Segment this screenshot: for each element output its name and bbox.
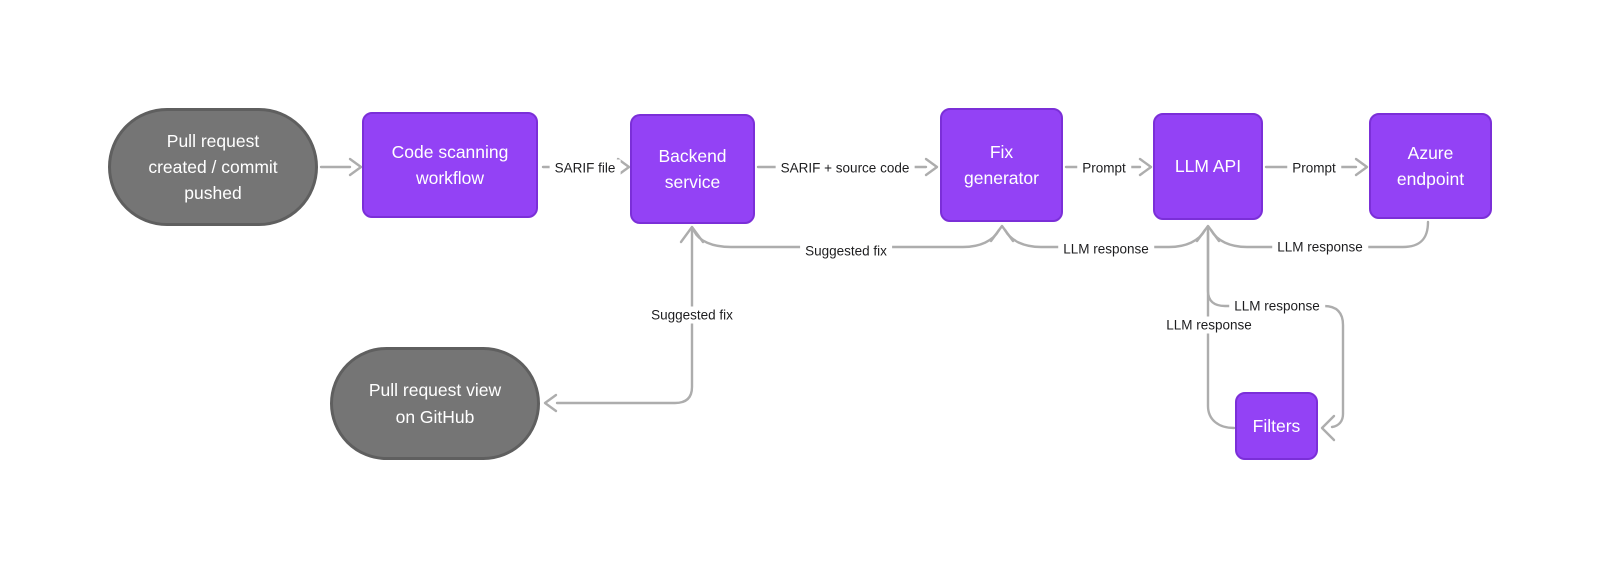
- node-filters: Filters: [1235, 392, 1318, 460]
- edge-label-prompt-2: Prompt: [1287, 159, 1341, 177]
- edge-label-suggested-fix-down: Suggested fix: [646, 306, 738, 324]
- node-pull-request-view: Pull request view on GitHub: [330, 347, 540, 460]
- node-pull-request-created: Pull request created / commit pushed: [108, 108, 318, 226]
- edge-label-llm-response-from-filters: LLM response: [1161, 316, 1257, 334]
- edge-label-llm-response-azure: LLM response: [1272, 238, 1368, 256]
- edge-backend-to-pr-view: [543, 227, 694, 413]
- node-code-scanning-workflow: Code scanning workflow: [362, 112, 538, 218]
- edge-llm-api-to-filters: [1206, 227, 1345, 442]
- edge-filters-to-llm-api: [1206, 230, 1236, 430]
- node-fix-generator: Fix generator: [940, 108, 1063, 222]
- node-azure-endpoint: Azure endpoint: [1369, 113, 1492, 219]
- node-backend-service: Backend service: [630, 114, 755, 224]
- edge-label-prompt-1: Prompt: [1077, 159, 1131, 177]
- edge-label-llm-response-fixgen: LLM response: [1058, 240, 1154, 258]
- edge-pr-created-to-code-scanning: [319, 157, 363, 177]
- edge-label-llm-response-to-filters: LLM response: [1229, 297, 1325, 315]
- edge-label-sarif-source-code: SARIF + source code: [775, 159, 915, 177]
- edge-label-suggested-fix-return: Suggested fix: [800, 242, 892, 260]
- node-llm-api: LLM API: [1153, 113, 1263, 220]
- edge-label-sarif-file: SARIF file: [549, 159, 621, 177]
